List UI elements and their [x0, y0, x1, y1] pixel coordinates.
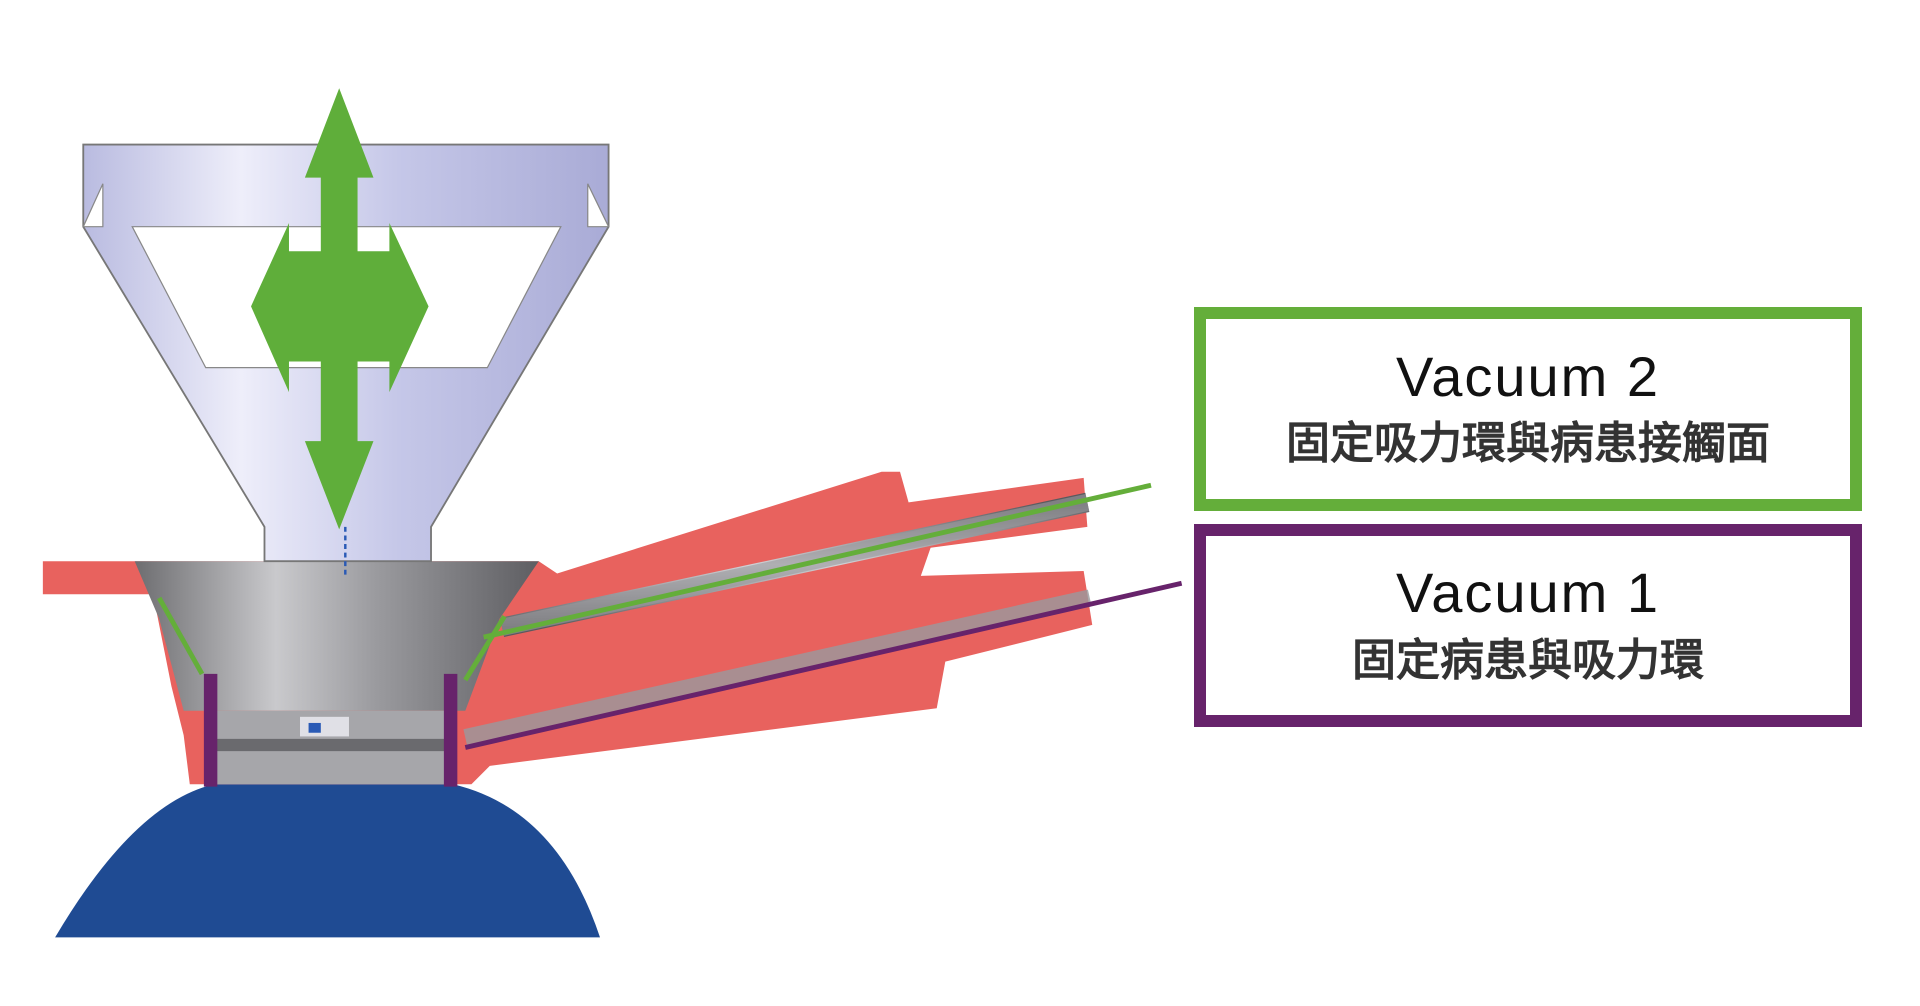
- vacuum1-caption: 固定病患與吸力環: [1352, 634, 1704, 686]
- vacuum2-lines: [157, 482, 1152, 682]
- vacuum2-title: Vacuum 2: [1396, 344, 1660, 408]
- inner-cone: [134, 561, 539, 711]
- vacuum1-title: Vacuum 1: [1396, 561, 1660, 625]
- eye-dome: [55, 784, 600, 938]
- vacuum1-label-box: Vacuum 1 固定病患與吸力環: [1194, 524, 1862, 727]
- vacuum2-caption: 固定吸力環與病患接觸面: [1286, 418, 1770, 470]
- vacuum1-lines: [203, 580, 1183, 787]
- movement-arrow-icon: [251, 88, 429, 530]
- vacuum2-label-box: Vacuum 2 固定吸力環與病患接觸面: [1194, 307, 1862, 511]
